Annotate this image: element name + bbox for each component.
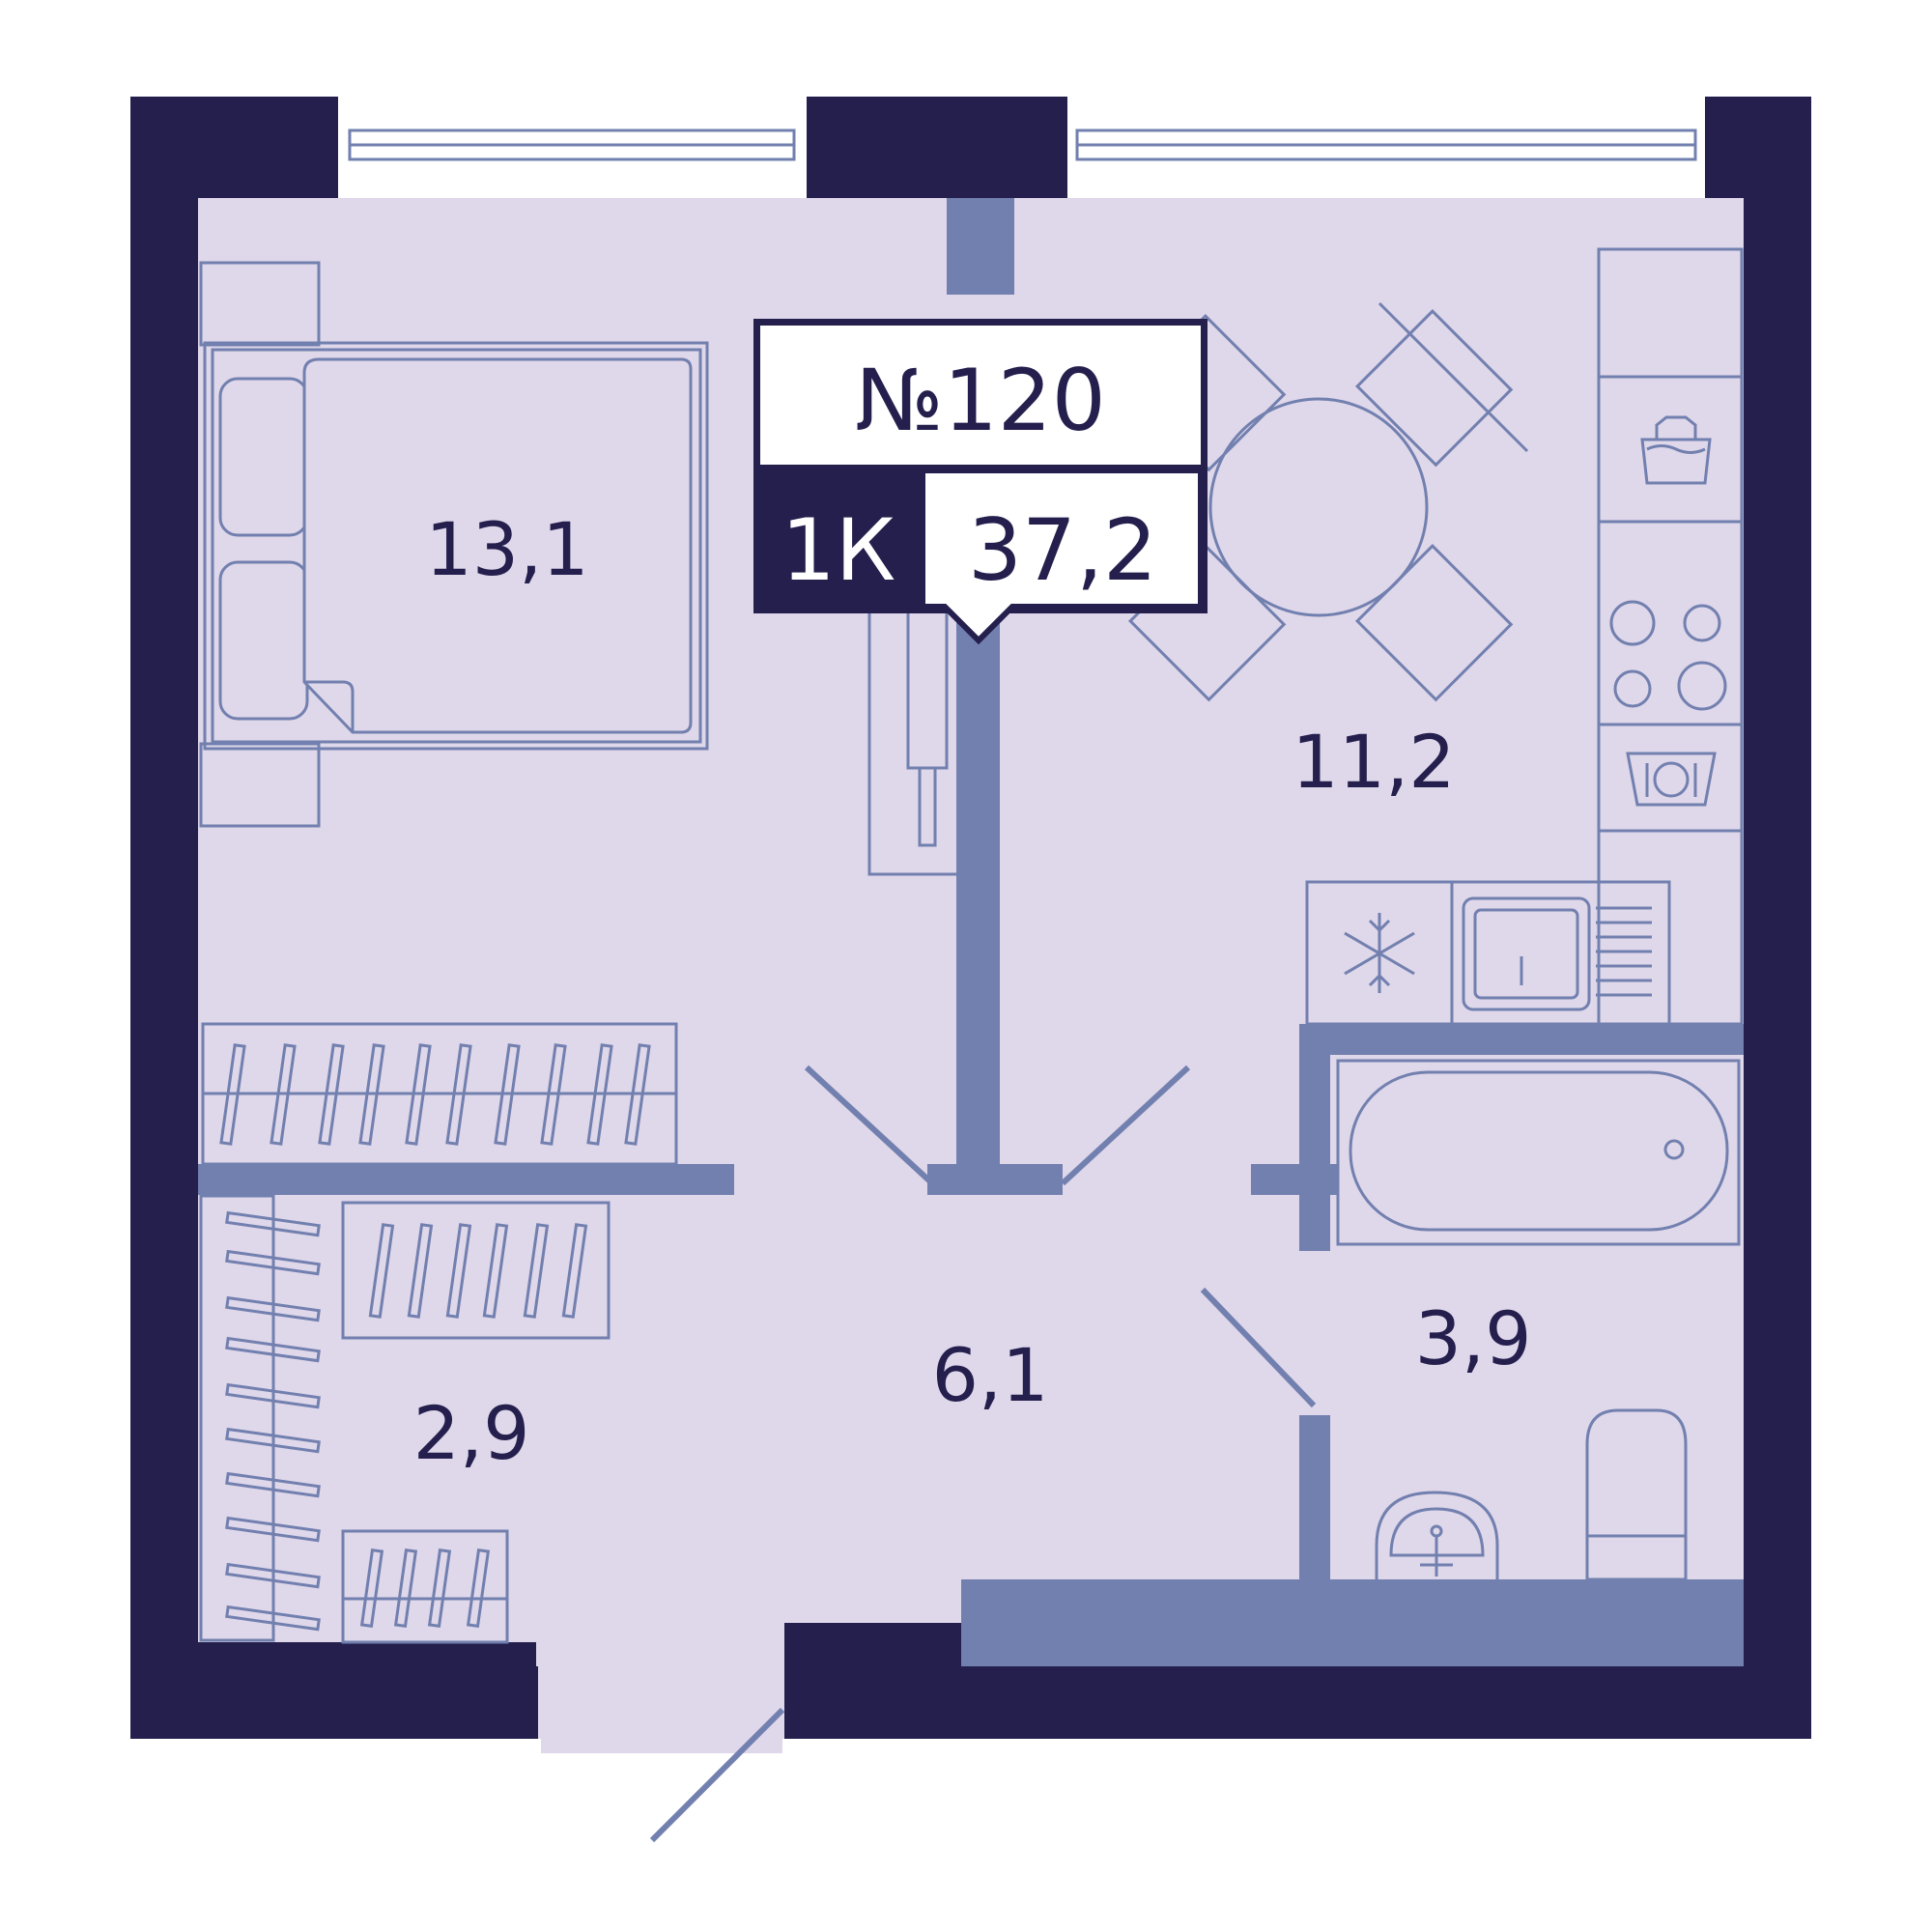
apartment-total-area: 37,2 — [968, 500, 1157, 600]
room-area-hallway: 6,1 — [932, 1332, 1049, 1418]
wardrobe-bedroom — [201, 1022, 678, 1166]
washbasin — [1375, 1491, 1499, 1579]
apartment-badge: №120 1К 37,2 — [753, 319, 1208, 645]
apartment-type: 1К — [781, 500, 895, 600]
washing-machine-icon — [1640, 415, 1712, 485]
window-right — [1067, 97, 1705, 198]
room-area-bedroom: 13,1 — [425, 506, 588, 592]
wardrobe-room-racks — [199, 1194, 611, 1644]
apartment-number: №120 — [855, 351, 1106, 450]
room-area-wardrobe: 2,9 — [413, 1390, 530, 1476]
outer-walls — [130, 97, 1811, 1739]
room-area-bathroom: 3,9 — [1415, 1295, 1532, 1381]
cooktop-icon — [1609, 600, 1727, 711]
bathtub — [1336, 1059, 1741, 1246]
kitchen-counter — [1305, 247, 1744, 1026]
window-left — [338, 97, 807, 198]
snowflake-icon — [1344, 913, 1415, 993]
room-area-kitchen: 11,2 — [1292, 719, 1455, 805]
toilet — [1585, 1408, 1688, 1581]
dishwasher-icon — [1626, 752, 1717, 807]
inner-walls — [198, 198, 1744, 1666]
doors — [649, 1065, 1317, 1843]
bed — [199, 261, 709, 828]
